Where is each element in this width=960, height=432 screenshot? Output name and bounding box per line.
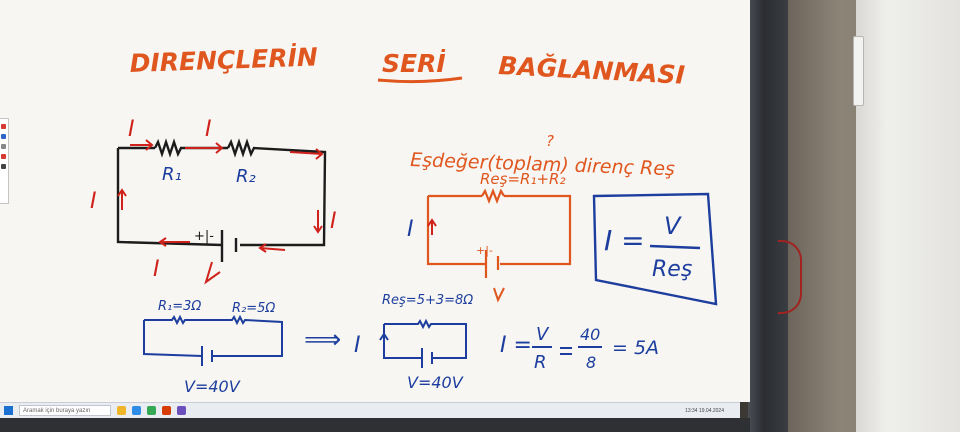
ohm-numerator: V: [664, 212, 682, 240]
teams-app-icon[interactable]: [177, 406, 186, 415]
edge-browser-icon[interactable]: [132, 406, 141, 415]
example-circuit: [144, 314, 283, 357]
left-current-label-4: I: [330, 209, 337, 234]
ohm-law-box: [592, 192, 718, 306]
resistor-r2: [226, 138, 256, 158]
example-req: Reş=5+3=8Ω: [382, 293, 473, 308]
shape-tool-icon[interactable]: [1, 154, 6, 159]
taskbar: Aramak için buraya yazın 13:34 19.04.202…: [0, 402, 740, 418]
calc-numerator: V: [536, 324, 550, 345]
title-word-3: BAĞLANMASI: [498, 50, 686, 90]
req-resistor: [481, 188, 505, 204]
pen-tool-icon[interactable]: [1, 124, 6, 129]
title-word-2: SERİ: [382, 48, 446, 78]
screen-bezel: [748, 0, 788, 432]
left-current-label-1: I: [128, 117, 135, 142]
ohm-lhs: I =: [604, 224, 645, 257]
door-frame: [856, 0, 960, 432]
smart-board[interactable]: DIRENÇLERİN SERİ BAĞLANMASI: [0, 0, 750, 402]
question-mark: ?: [546, 132, 554, 150]
example-req-voltage: V=40V: [407, 373, 464, 392]
example-voltage: V=40V: [184, 377, 241, 396]
example-r2: R₂=5Ω: [232, 301, 275, 316]
cable: [778, 240, 802, 314]
r2-label: R₂: [236, 166, 256, 187]
left-current-label-2: I: [205, 117, 212, 142]
example-current-label: I: [354, 333, 361, 358]
r1-label: R₁: [162, 164, 182, 185]
chrome-browser-icon[interactable]: [147, 406, 156, 415]
office-app-icon[interactable]: [162, 406, 171, 415]
series-circuit: [116, 138, 327, 262]
eraser-tool-icon[interactable]: [1, 144, 6, 149]
example-arrow: ⟹: [304, 325, 341, 355]
calc-denominator: R: [534, 352, 547, 373]
equivalent-battery-sign: +|-: [476, 244, 493, 257]
taskbar-search-input[interactable]: Aramak için buraya yazın: [19, 405, 111, 416]
equivalent-current-label: I: [407, 217, 414, 242]
req-formula: Reş=R₁+R₂: [480, 170, 565, 188]
resistor-r1: [153, 138, 183, 158]
calc-numerator-2: 40: [580, 325, 600, 344]
side-toolbar[interactable]: [0, 118, 9, 204]
taskbar-clock[interactable]: 13:34 19.04.2024: [685, 407, 724, 414]
ohm-denominator: Reş: [652, 257, 692, 282]
whiteboard-drawing: DIRENÇLERİN SERİ BAĞLANMASI: [90, 41, 718, 396]
calc-denominator-2: 8: [586, 353, 596, 372]
file-explorer-icon[interactable]: [117, 406, 126, 415]
screen-bottom-bezel: [0, 418, 750, 432]
windows-start-icon[interactable]: [4, 406, 13, 415]
example-equivalent-circuit: [384, 318, 467, 359]
menu-tool-icon[interactable]: [1, 164, 6, 169]
left-current-label-3: I: [90, 189, 97, 214]
title-word-1: DIRENÇLERİN: [129, 41, 318, 78]
left-battery-sign: +|-: [194, 229, 214, 244]
calc-lhs: I =: [500, 333, 532, 358]
left-current-label-5: I: [153, 257, 160, 282]
door-handle: [853, 36, 864, 106]
example-r1: R₁=3Ω: [158, 299, 201, 314]
title-underline: [377, 76, 463, 84]
calc-result: = 5A: [612, 337, 659, 359]
equivalent-circuit: [426, 188, 572, 278]
highlighter-tool-icon[interactable]: [1, 134, 6, 139]
